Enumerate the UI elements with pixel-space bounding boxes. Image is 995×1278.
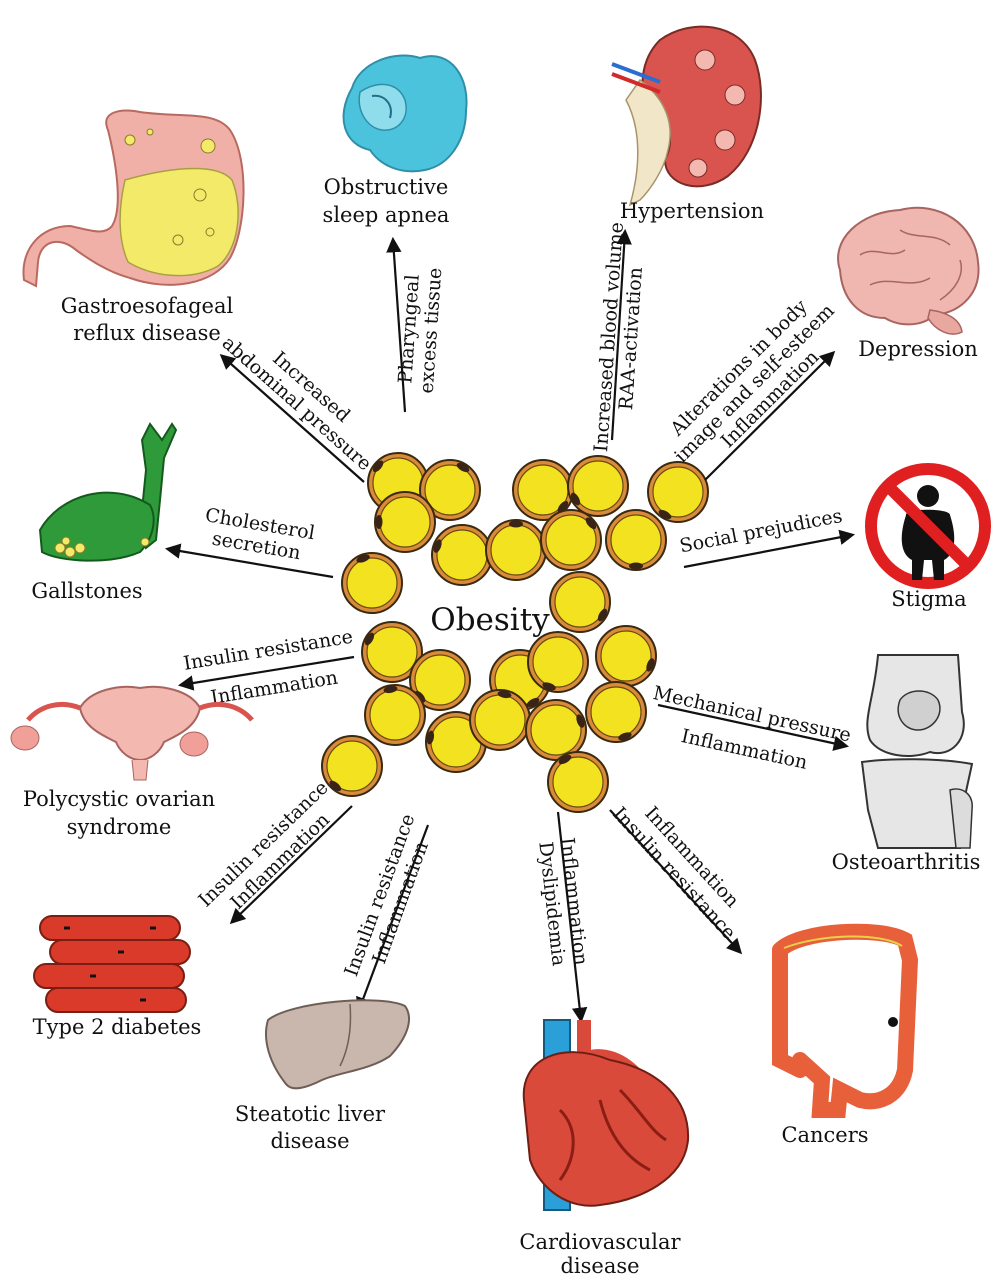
label-t2d: Type 2 diabetes bbox=[33, 1015, 202, 1039]
stigma-sign-illustration bbox=[871, 469, 985, 583]
liver-illustration bbox=[266, 1000, 409, 1088]
colon-illustration bbox=[780, 932, 910, 1110]
label-depression: Depression bbox=[858, 337, 978, 361]
center-label: Obesity bbox=[430, 602, 550, 638]
knee-illustration bbox=[862, 655, 972, 848]
mech-depression-2: image and self-esteem bbox=[670, 300, 839, 468]
muscle-illustration bbox=[34, 916, 190, 1012]
label-sleep-apnea-1: Obstructive bbox=[324, 175, 449, 199]
label-cancers: Cancers bbox=[781, 1123, 868, 1147]
fat-cell-lipid bbox=[591, 687, 641, 737]
fat-cell-lipid bbox=[437, 530, 487, 580]
airway-illustration bbox=[344, 56, 467, 172]
fat-cell-lipid bbox=[370, 690, 420, 740]
label-pcos-2: syndrome bbox=[67, 815, 172, 839]
label-gerd-2: reflux disease bbox=[73, 321, 221, 345]
fat-cell-lipid bbox=[573, 461, 623, 511]
fat-cell-nucleus bbox=[509, 521, 523, 528]
fat-cell-lipid bbox=[611, 515, 661, 565]
kidney-illustration bbox=[612, 27, 761, 205]
label-gerd-1: Gastroesofageal bbox=[61, 294, 234, 318]
label-gallstones: Gallstones bbox=[31, 579, 142, 603]
mech-gerd-2: abdominal pressure bbox=[218, 332, 376, 475]
label-pcos-1: Polycystic ovarian bbox=[23, 787, 215, 811]
label-liver-1: Steatotic liver bbox=[235, 1102, 386, 1126]
fat-cell-lipid bbox=[555, 577, 605, 627]
fat-cell-lipid bbox=[601, 631, 651, 681]
label-osteoarthritis: Osteoarthritis bbox=[832, 850, 981, 874]
fat-cell-lipid bbox=[425, 465, 475, 515]
heart-illustration bbox=[524, 1020, 688, 1210]
label-stigma: Stigma bbox=[891, 587, 966, 611]
label-cvd-1: Cardiovascular bbox=[519, 1230, 681, 1254]
fat-cell-lipid bbox=[380, 497, 430, 547]
fat-cell-lipid bbox=[531, 705, 581, 755]
fat-cell-lipid bbox=[533, 637, 583, 687]
fat-cell-lipid bbox=[553, 757, 603, 807]
gallbladder-illustration bbox=[40, 424, 176, 561]
fat-cell-lipid bbox=[475, 695, 525, 745]
fat-cell-nucleus bbox=[629, 563, 643, 570]
mech-pcos-2: Inflammation bbox=[209, 667, 339, 709]
label-hypertension: Hypertension bbox=[620, 199, 764, 223]
fat-cell-nucleus bbox=[376, 515, 383, 529]
fat-cell-lipid bbox=[653, 467, 703, 517]
fat-cell-lipid bbox=[367, 627, 417, 677]
brain-illustration bbox=[838, 208, 978, 334]
fat-cell-lipid bbox=[491, 525, 541, 575]
label-cvd-2: disease bbox=[560, 1254, 639, 1278]
stomach-illustration bbox=[23, 111, 243, 286]
mech-stigma-1: Social prejudices bbox=[678, 505, 844, 558]
label-sleep-apnea-2: sleep apnea bbox=[323, 203, 450, 227]
label-liver-2: disease bbox=[270, 1129, 349, 1153]
fat-cell-lipid bbox=[347, 558, 397, 608]
